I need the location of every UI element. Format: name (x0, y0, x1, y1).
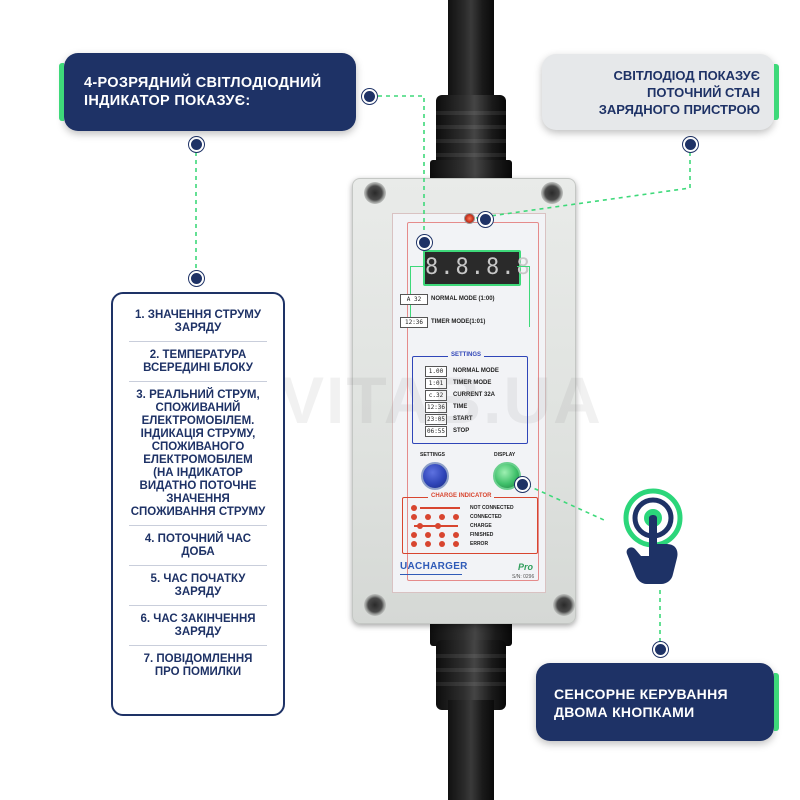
settings-button[interactable] (421, 462, 449, 490)
settings-box-2: 1:01 (425, 378, 447, 389)
status-led-callout-line3: ЗАРЯДНОГО ПРИСТРОЮ (598, 102, 760, 117)
status-led-callout-line1: СВІТЛОДІОД ПОКАЗУЄ (613, 68, 760, 83)
charge-row-3: CHARGE (470, 523, 492, 529)
connector-dot-status-top (683, 137, 698, 152)
screw-hole-bottom-right (553, 594, 575, 616)
charge-row-5: ERROR (470, 541, 489, 547)
display-button-label: DISPLAY (494, 452, 516, 458)
touch-hand-icon (623, 488, 683, 584)
settings-label-1: NORMAL MODE (453, 368, 499, 374)
connector-dot-led-indicator (362, 89, 377, 104)
led-indicator-callout-line1: 4-РОЗРЯДНИЙ СВІТЛОДІОДНИЙ (84, 75, 322, 91)
status-led (464, 213, 475, 224)
mode-label-normal: NORMAL MODE (1:00) (431, 296, 495, 302)
bottom-cable (448, 700, 494, 800)
settings-label-3: CURRENT 32A (453, 392, 496, 398)
charge-row-4: FINISHED (470, 532, 494, 538)
settings-label-2: TIMER MODE (453, 380, 492, 386)
screw-hole-top-left (364, 182, 386, 204)
bottom-cable-gland (436, 640, 506, 710)
charge-indicator-leds (411, 505, 460, 547)
watermark: VITAB.UA (280, 363, 603, 437)
screw-hole-bottom-left (364, 594, 386, 616)
screw-hole-top-right (541, 182, 563, 204)
list-item-3: 3. РЕАЛЬНИЙ СТРУМ,СПОЖИВАНИЙ ЕЛЕКТРОМОБІ… (130, 389, 266, 518)
led-display: 8.8.8.8 (423, 250, 532, 286)
connector-dot-status-led (478, 212, 493, 227)
brand-underline (400, 574, 462, 575)
mode-box-timer: 12:36 (400, 317, 428, 328)
led-digits: 8.8.8.8 (425, 255, 532, 280)
led-indicator-callout: 4-РОЗРЯДНИЙ СВІТЛОДІОДНИЙ ІНДИКАТОР ПОКА… (59, 53, 356, 131)
status-led-callout-line2: ПОТОЧНИЙ СТАН (647, 85, 760, 100)
settings-box-6: 06:55 (425, 426, 447, 437)
settings-label-4: TIME (453, 404, 468, 410)
led-indicator-callout-line2: ІНДИКАТОР ПОКАЗУЄ: (84, 93, 251, 109)
charge-row-1: NOT CONNECTED (470, 505, 514, 511)
connector-dot-display-button (515, 477, 530, 492)
connector-dot-display (417, 235, 432, 250)
touch-callout-line1: СЕНСОРНЕ КЕРУВАННЯ (554, 686, 728, 702)
charge-indicator-title: CHARGE INDICATOR (428, 493, 495, 499)
settings-box-5: 23:05 (425, 414, 447, 425)
touch-control-callout: СЕНСОРНЕ КЕРУВАННЯ ДВОМА КНОПКАМИ (536, 663, 779, 741)
top-cable (448, 0, 494, 110)
settings-title: SETTINGS (448, 352, 485, 358)
status-led-callout: СВІТЛОДІОД ПОКАЗУЄ ПОТОЧНИЙ СТАН ЗАРЯДНО… (542, 54, 779, 130)
model-name: Pro (518, 562, 534, 572)
mode-box-normal: A 32 (400, 294, 428, 305)
display-button[interactable] (493, 462, 521, 490)
settings-box-1: 1.00 (425, 366, 447, 377)
touch-callout-line2: ДВОМА КНОПКАМИ (554, 704, 695, 720)
charge-row-2: CONNECTED (470, 514, 502, 520)
settings-label-6: STOP (453, 428, 470, 434)
brand-logo: UACHARGER (400, 561, 468, 572)
settings-label-5: START (453, 416, 473, 422)
connector-dot-list-top (189, 137, 204, 152)
serial-number: S/N: 0296 (512, 574, 535, 580)
settings-box-3: c.32 (425, 390, 447, 401)
settings-button-label: SETTINGS (420, 452, 446, 458)
settings-box-4: 12:36 (425, 402, 447, 413)
mode-label-timer: TIMER MODE(1:01) (431, 319, 486, 325)
connector-dot-touch (653, 642, 668, 657)
connector-dot-list-bottom (189, 271, 204, 286)
display-connector-line-right (517, 266, 530, 327)
